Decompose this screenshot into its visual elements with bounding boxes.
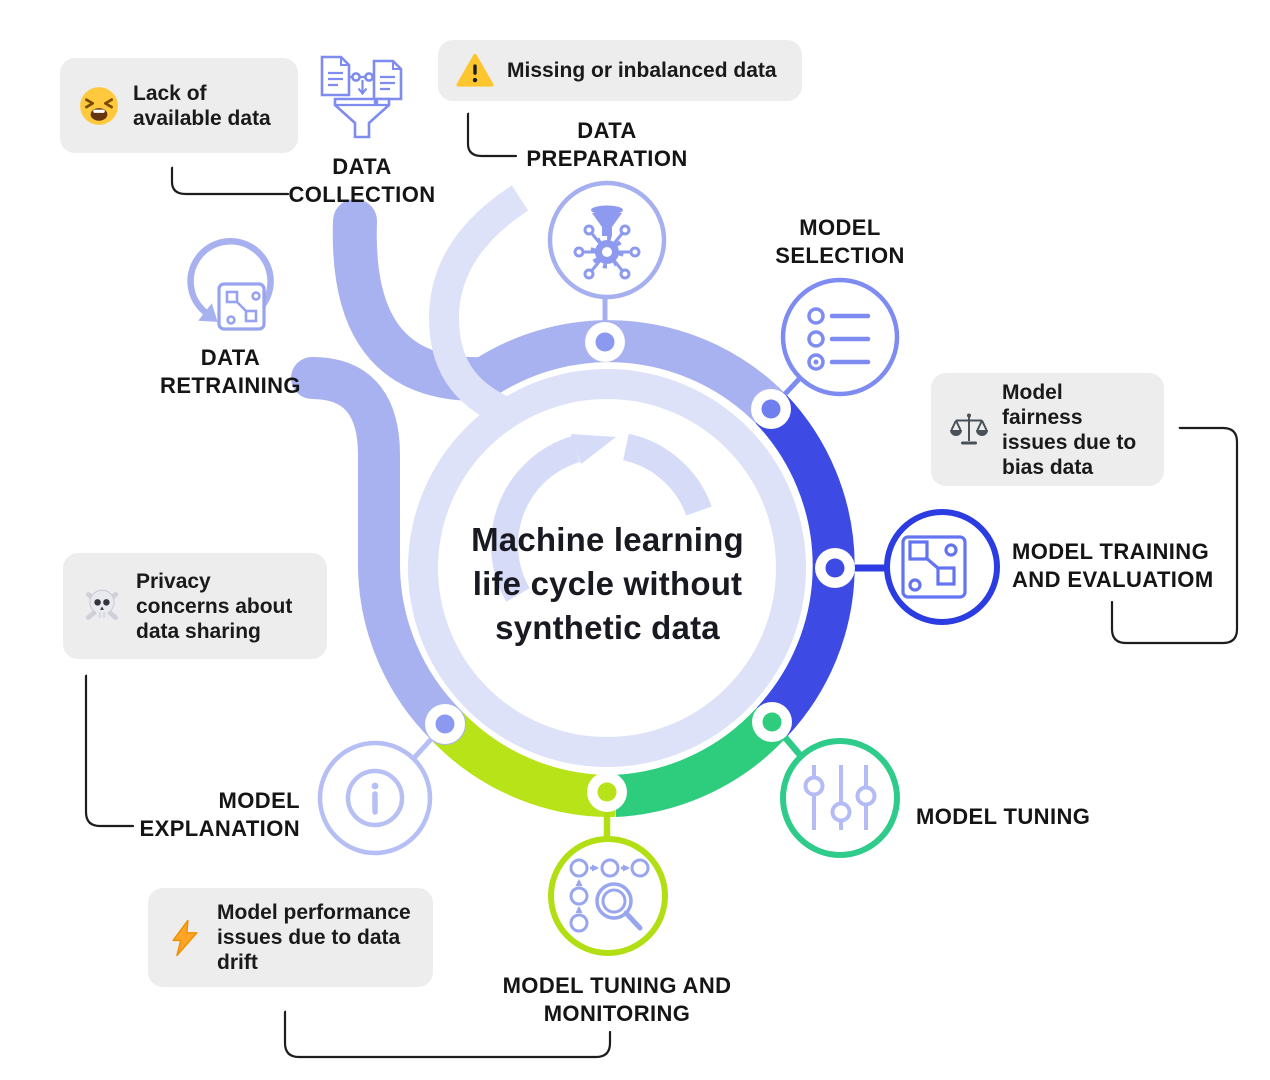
callout-missing-text: Missing or inbalanced data [507, 59, 777, 82]
label-model-explanation: MODEL EXPLANATION [139, 788, 300, 841]
tired-face-icon [78, 85, 120, 127]
callout-missing-data: Missing or inbalanced data [438, 40, 802, 101]
label-model-training: MODEL TRAINING AND EVALUATIOM [1012, 539, 1214, 592]
balance-scales-icon [949, 410, 989, 450]
diagram-title: Machine learning life cycle without synt… [471, 521, 744, 646]
connector-training-to-fairness [1110, 428, 1239, 645]
node-model-explanation [425, 704, 465, 744]
callout-lack-of-data: Lack of available data [60, 58, 298, 153]
callout-performance: Model performance issues due to data dri… [148, 888, 433, 987]
skull-crossbones-icon [81, 585, 123, 627]
refresh-model-icon [187, 238, 274, 331]
node-data-preparation [585, 322, 625, 362]
stage-circle-model-tuning [780, 738, 900, 858]
stage-circle-model-selection [780, 277, 900, 397]
pale-inner-tail [428, 185, 529, 426]
label-data-collection: DATA COLLECTION [288, 154, 436, 207]
center-cycle-arrow [491, 433, 712, 602]
node-model-tuning [752, 702, 792, 742]
connector-preparation-to-missing [466, 114, 518, 158]
lightning-icon [166, 919, 204, 957]
callout-model-fairness: Model fairness issues due to bias data [931, 373, 1164, 486]
label-model-monitoring: MODEL TUNING AND MONITORING [502, 973, 732, 1026]
ring-nodes [425, 322, 855, 812]
stage-circle-data-preparation [547, 180, 667, 300]
stage-circle-model-monitoring [548, 836, 668, 956]
callout-lack-text: Lack of available data [133, 81, 271, 130]
pale-inner-ring [408, 369, 806, 767]
ring-arc-green [613, 707, 788, 817]
node-model-monitoring [587, 772, 627, 812]
label-model-selection: MODEL SELECTION [775, 215, 905, 268]
callout-privacy: Privacy concerns about data sharing [63, 553, 327, 659]
funnel-machine-icon [573, 205, 641, 280]
callout-fairness-text: Model fairness issues due to bias data [1002, 380, 1137, 479]
info-circle-icon [345, 768, 405, 828]
label-data-preparation: DATA PREPARATION [526, 118, 688, 171]
label-data-retraining: DATA RETRAINING [160, 345, 301, 398]
documents-merge-funnel-icon [320, 55, 403, 139]
connector-collection-to-lack [170, 168, 290, 196]
node-model-selection [751, 389, 791, 429]
stage-circle-model-explanation [317, 740, 433, 856]
flow-magnifier-icon [569, 858, 650, 933]
callout-performance-text: Model performance issues due to data dri… [217, 901, 411, 974]
ribbon-retraining-tail [291, 357, 466, 745]
warning-icon [456, 52, 494, 90]
stage-circle-model-training [884, 509, 1000, 625]
label-model-tuning: MODEL TUNING [916, 804, 1091, 829]
model-nodes-square-icon [901, 535, 967, 599]
connector-explanation-to-privacy [84, 676, 135, 828]
connector-monitoring-to-performance [283, 1012, 612, 1059]
callout-connectors [84, 114, 1239, 1059]
ring-arc-periwinkle-top [471, 320, 786, 424]
node-model-training [815, 548, 855, 588]
radio-list-icon [807, 307, 871, 371]
sliders-icon [803, 765, 877, 830]
callout-privacy-text: Privacy concerns about data sharing [136, 569, 293, 643]
